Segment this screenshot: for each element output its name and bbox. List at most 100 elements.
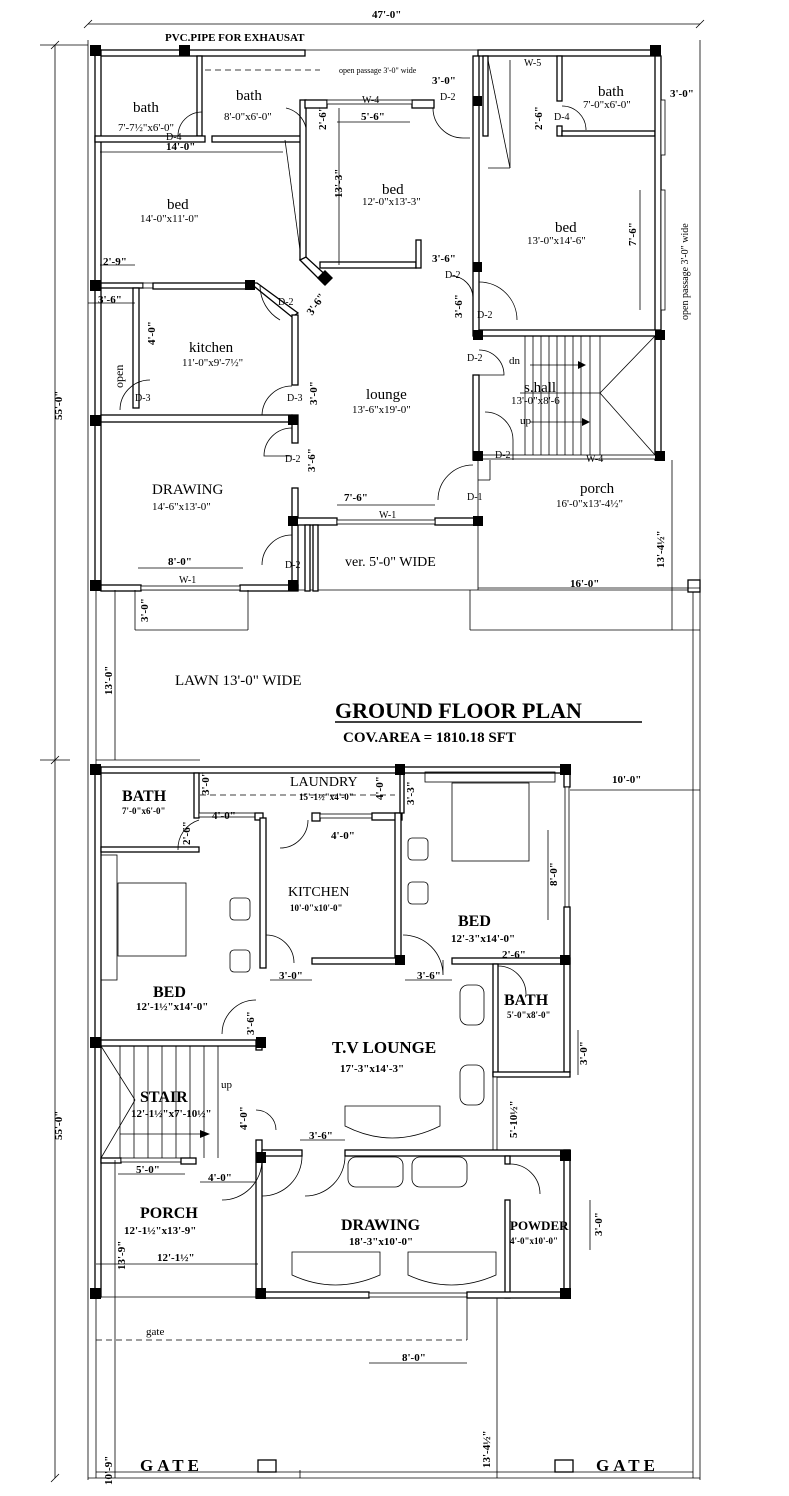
plan-linework (100, 1039, 262, 1047)
plan-linework (100, 282, 144, 289)
plan-linework (473, 96, 482, 106)
upper-dimension-lines (88, 108, 700, 761)
window-label: W-5 (524, 58, 541, 69)
plan-title-block: GROUND FLOOR PLAN COV.AREA = 1810.18 SFT (335, 698, 642, 746)
lower-depth-dimension: 55'-0" (53, 1111, 65, 1140)
dimension: 3'-3" (405, 781, 417, 805)
plan-linework (655, 330, 665, 340)
room-name-bath-lower-1: BATH (122, 788, 167, 805)
plan-title: GROUND FLOOR PLAN (335, 698, 582, 723)
plan-linework (90, 764, 101, 775)
plan-linework (484, 411, 514, 460)
plan-linework (291, 517, 338, 526)
plan-linework (344, 1149, 571, 1157)
plan-linework (94, 49, 306, 57)
door-label: D-3 (135, 393, 151, 404)
plan-linework (311, 812, 321, 822)
plan-linework (221, 1159, 263, 1201)
plan-linework (90, 45, 101, 56)
plan-linework (263, 427, 293, 457)
plan-linework (504, 1155, 511, 1165)
plan-linework (196, 55, 203, 137)
dimension: 13'-3" (333, 169, 345, 198)
open-passage-top-note: open passage 3'-0" wide (339, 66, 417, 75)
dimension: 3'-0" (432, 75, 456, 87)
door-label: D-2 (285, 560, 301, 571)
plan-linework (473, 262, 482, 272)
plan-linework (279, 819, 309, 849)
plan-linework (695, 19, 705, 29)
window-label: W-1 (179, 575, 196, 586)
plan-linework (560, 955, 570, 965)
stair-up-label: up (520, 415, 532, 427)
plan-linework (255, 1139, 263, 1299)
plan-linework (578, 361, 586, 369)
room-size-bed-1: 14'-0"x11'-0" (140, 213, 198, 225)
bed-furniture (451, 782, 530, 862)
room-name-kitchen: kitchen (189, 340, 234, 356)
plan-linework (83, 19, 93, 29)
door-label: D-4 (554, 112, 570, 123)
plan-linework (259, 817, 267, 969)
plan-linework (473, 451, 483, 461)
open-passage-side-note: open passage 3'-0" wide (680, 223, 691, 320)
dimension: 13'-4½" (481, 1430, 493, 1468)
plan-linework (304, 524, 311, 592)
plan-linework (660, 99, 666, 156)
plan-linework (654, 55, 662, 461)
dimension: 3'-6" (98, 294, 122, 306)
dimension: 7'-6" (344, 492, 368, 504)
lawn-label: LAWN 13'-0" WIDE (175, 673, 301, 689)
plan-linework (100, 414, 293, 423)
room-name-bed-lower-right: BED (458, 913, 491, 930)
dimension: 4'-0" (238, 1106, 250, 1130)
room-size-s-hall: 13'-0"x8'-6 (511, 395, 560, 407)
plan-linework (100, 1157, 122, 1164)
room-name-bed-2: bed (382, 182, 404, 198)
plan-linework (599, 335, 656, 394)
room-size-bed-lower-right: 12'-3"x14'-0" (451, 933, 515, 945)
plan-linework (407, 881, 429, 905)
sofa (347, 1156, 404, 1188)
plan-linework (450, 275, 474, 299)
plan-linework (50, 40, 60, 50)
dimension: 3'-0" (200, 771, 212, 795)
plan-linework (180, 1157, 197, 1165)
plan-linework (556, 55, 563, 102)
room-name-s-hall: s.hall (524, 380, 556, 396)
door-label: D-2 (445, 270, 461, 281)
plan-linework (407, 837, 429, 861)
covered-area: COV.AREA = 1810.18 SFT (343, 730, 516, 746)
dimension: 13'-0" (103, 666, 115, 695)
door-label: D-2 (467, 353, 483, 364)
plan-linework (560, 1288, 571, 1299)
room-size-bath-lower-1: 7'-0"x6'-0" (122, 806, 166, 816)
plan-linework (560, 1150, 571, 1161)
verandah-label: ver. 5'-0" WIDE (345, 555, 436, 570)
plot-boundary (87, 40, 701, 1480)
plan-linework (478, 281, 518, 321)
door-label: D-3 (287, 393, 303, 404)
plan-linework (434, 517, 479, 526)
plan-linework (326, 99, 413, 105)
plan-linework (473, 516, 483, 526)
dimension: 4'-0" (208, 1172, 232, 1184)
plan-linework (687, 579, 701, 593)
gate-left-label: GATE (140, 1456, 203, 1475)
plan-linework (411, 99, 435, 109)
plan-linework (256, 1037, 266, 1048)
sofa (291, 1251, 381, 1286)
dimension: 13'-9" (116, 1241, 128, 1270)
plan-linework (291, 314, 299, 386)
door-label: D-4 (166, 132, 182, 143)
dimension: 2'-6" (502, 949, 526, 961)
plan-linework (473, 330, 483, 340)
plan-linework (229, 897, 251, 921)
plan-linework (660, 189, 666, 311)
gate-label: gate (146, 1326, 164, 1338)
plan-linework (371, 812, 403, 821)
room-name-bed-lower-left: BED (153, 984, 186, 1001)
plan-linework (368, 1292, 468, 1298)
dimension: 10'-0" (612, 774, 641, 786)
